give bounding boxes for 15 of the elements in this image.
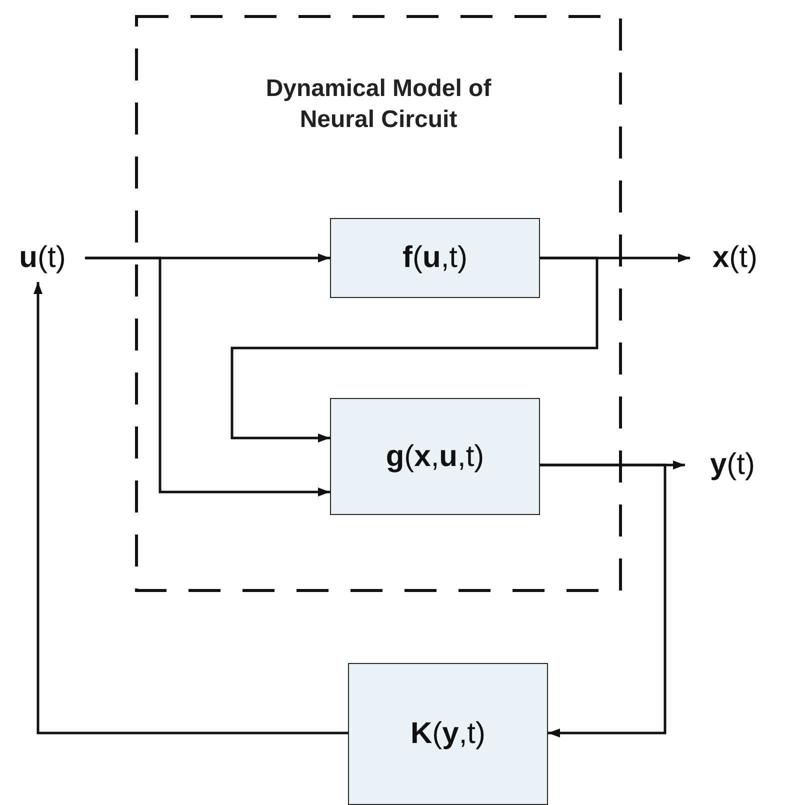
arrow bbox=[230, 256, 598, 442]
process-box bbox=[348, 663, 548, 805]
process-box bbox=[330, 398, 540, 515]
arrow bbox=[34, 282, 348, 734]
signal-label: u(t) bbox=[0, 238, 85, 278]
arrow bbox=[540, 464, 666, 738]
process-box bbox=[330, 218, 540, 298]
dashed-boundary bbox=[135, 15, 622, 592]
signal-label: y(t) bbox=[685, 445, 780, 485]
signal-label: x(t) bbox=[690, 238, 780, 278]
function-label: g(x,u,t) bbox=[386, 440, 484, 474]
function-label: K(y,t) bbox=[410, 717, 486, 751]
function-label: f(u,t) bbox=[402, 241, 468, 275]
group-title: Dynamical Model of Neural Circuit bbox=[264, 74, 492, 136]
arrow bbox=[85, 256, 330, 496]
